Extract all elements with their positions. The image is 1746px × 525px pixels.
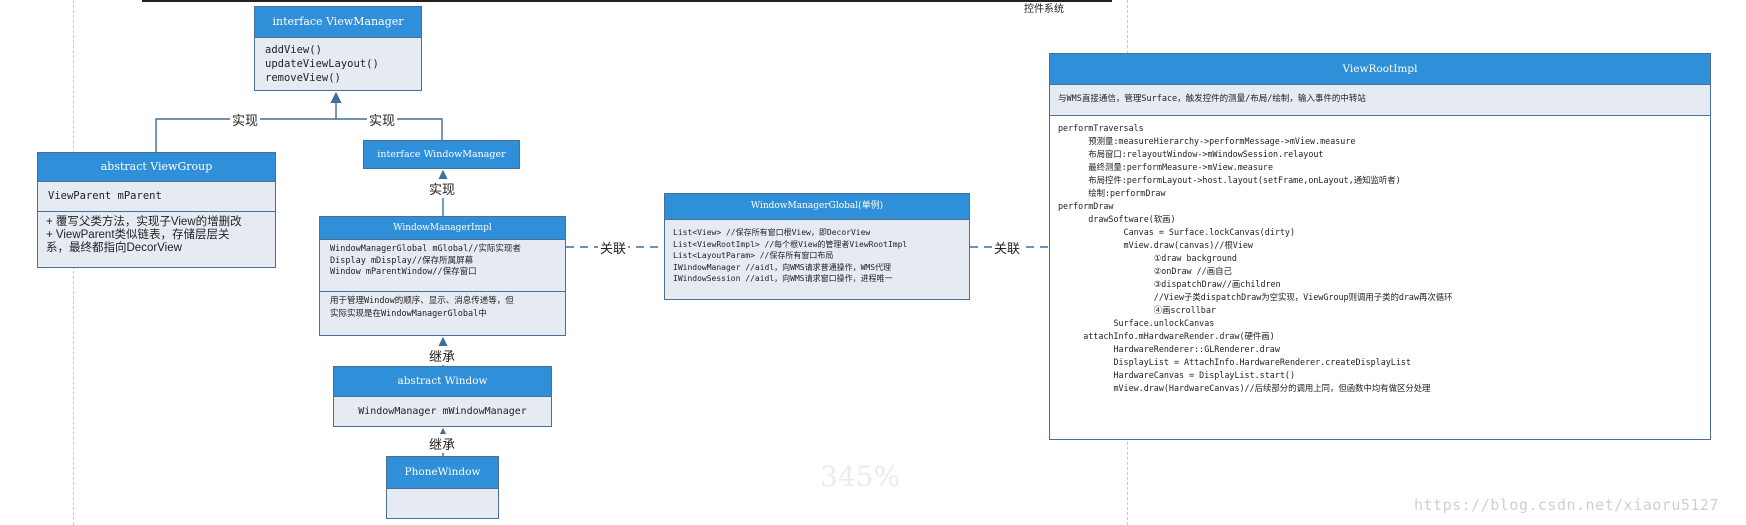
implements-label: 实现 xyxy=(230,110,261,129)
association-label: 关联 xyxy=(992,238,1023,257)
field-section: ViewParent mParent xyxy=(38,181,275,211)
note-line: 系，最终都指向DecorView xyxy=(46,242,182,254)
field-section: WindowManagerGlobal mGlobal//实际实现者 Displ… xyxy=(320,239,565,291)
field-item: IWindowSession //aidl，向WMS请求窗口操作，进程唯一 xyxy=(673,274,893,283)
body-line: ④画scrollbar xyxy=(1058,305,1216,315)
body-line: ①draw background xyxy=(1058,253,1237,263)
body-line: 绘制:performDraw xyxy=(1058,188,1166,198)
body-line: drawSoftware(软画) xyxy=(1058,214,1176,224)
class-title: interface ViewManager xyxy=(255,7,421,37)
implements-label: 实现 xyxy=(427,179,458,198)
body-line: ②onDraw //画自己 xyxy=(1058,266,1232,276)
method-item: updateViewLayout() xyxy=(265,58,379,70)
windowmanagerimpl-class-box: WindowManagerImpl WindowManagerGlobal mG… xyxy=(319,216,566,336)
watermark-number: 345% xyxy=(820,460,901,493)
top-rule xyxy=(142,0,1112,2)
class-title: interface WindowManager xyxy=(364,141,519,168)
watermark-url: https://blog.csdn.net/xiaoru5127 xyxy=(1414,496,1719,514)
body-line: Surface.unlockCanvas xyxy=(1058,318,1215,328)
inherits-label: 继承 xyxy=(427,346,458,365)
field-item: List<LayoutParam> //保存所有窗口布局 xyxy=(673,251,834,260)
association-label: 关联 xyxy=(598,238,629,257)
field-section: WindowManager mWindowManager xyxy=(334,396,551,427)
body-line: //View子类dispatchDraw为空实现，ViewGroup则调用子类的… xyxy=(1058,292,1453,302)
method-body: performTraversals 预测量:measureHierarchy->… xyxy=(1050,115,1710,401)
method-item: removeView() xyxy=(265,72,341,84)
body-line: 布局控件:performLayout->host.layout(setFrame… xyxy=(1058,175,1401,185)
viewgroup-class-box: abstract ViewGroup ViewParent mParent + … xyxy=(37,152,276,268)
field-item: Window mParentWindow//保存窗口 xyxy=(330,267,477,277)
class-title: abstract ViewGroup xyxy=(38,153,275,181)
field-item: List<ViewRootImpl> //每个根View的管理者ViewRoot… xyxy=(673,239,908,249)
field-section: List<View> //保存所有窗口根View，即DecorView List… xyxy=(665,219,969,289)
note-line: 实际实现是在WindowManagerGlobal中 xyxy=(330,309,487,319)
field-item: Display mDisplay//保存所属屏幕 xyxy=(330,255,474,266)
notes-section: + 覆写父类方法，实现子View的增删改 + ViewParent类似链表，存储… xyxy=(38,211,275,259)
field-item: List<View> //保存所有窗口根View，即DecorView xyxy=(673,228,871,237)
body-line: 预测量:measureHierarchy->performMessage->mV… xyxy=(1058,136,1356,146)
method-list: addView() updateViewLayout() removeView(… xyxy=(255,37,421,89)
viewmanager-class-box: interface ViewManager addView() updateVi… xyxy=(254,6,422,91)
inherits-label: 继承 xyxy=(427,434,458,453)
window-class-box: abstract Window WindowManager mWindowMan… xyxy=(333,366,552,427)
field-item: WindowManager mWindowManager xyxy=(358,406,527,417)
windowmanagerglobal-class-box: WindowManagerGlobal(单例) List<View> //保存所… xyxy=(664,193,970,300)
class-title: ViewRootImpl xyxy=(1050,54,1710,84)
note-line: 用于管理Window的顺序、显示、消息传递等，但 xyxy=(330,296,514,306)
description-section: 与WMS直接通信，管理Surface，触发控件的测量/布局/绘制，输入事件的中转… xyxy=(1050,84,1710,115)
body-line: HardwareRenderer::GLRenderer.draw xyxy=(1058,344,1280,354)
note-line: + 覆写父类方法，实现子View的增删改 xyxy=(46,216,242,228)
body-line: 布局窗口:relayoutWindow->mWindowSession.rela… xyxy=(1058,149,1324,159)
body-line: 最终测量:performMeasure->mView.measure xyxy=(1058,162,1274,172)
notes-section: 用于管理Window的顺序、显示、消息传递等，但 实际实现是在WindowMan… xyxy=(320,291,565,324)
body-line: mView.draw(canvas)//根View xyxy=(1058,240,1253,250)
implements-label: 实现 xyxy=(367,110,398,129)
body-line: performDraw xyxy=(1058,201,1114,211)
body-line: ③dispatchDraw//画children xyxy=(1058,279,1281,289)
phonewindow-class-box: PhoneWindow xyxy=(386,456,499,519)
class-title: PhoneWindow xyxy=(387,457,498,488)
class-title: WindowManagerImpl xyxy=(320,217,565,239)
body-line: HardwareCanvas = DisplayList.start() xyxy=(1058,370,1295,380)
body-line: Canvas = Surface.lockCanvas(dirty) xyxy=(1058,227,1295,237)
field-item: ViewParent mParent xyxy=(48,190,162,202)
method-item: addView() xyxy=(265,44,322,56)
note-line: + ViewParent类似链表，存储层层关 xyxy=(46,229,230,241)
field-item: WindowManagerGlobal mGlobal//实际实现者 xyxy=(330,244,521,254)
windowmanager-class-box: interface WindowManager xyxy=(363,140,520,169)
body-line: performTraversals xyxy=(1058,123,1144,133)
class-title: WindowManagerGlobal(单例) xyxy=(665,194,969,219)
body-line: attachInfo.mHardwareRender.draw(硬件画) xyxy=(1058,331,1275,341)
field-item: IWindowManager //aidl，向WMS请求普通操作，WMS代理 xyxy=(673,262,892,272)
page-title: 控件系统 xyxy=(1024,4,1064,15)
class-title: abstract Window xyxy=(334,367,551,396)
body-line: DisplayList = AttachInfo.HardwareRendere… xyxy=(1058,357,1411,367)
body-line: mView.draw(HardwareCanvas)//后续部分的调用上同，但函… xyxy=(1058,383,1431,393)
empty-section xyxy=(387,488,498,518)
impl-edge-viewgroup xyxy=(155,118,336,152)
description-text: 与WMS直接通信，管理Surface，触发控件的测量/布局/绘制，输入事件的中转… xyxy=(1058,94,1366,104)
viewrootimpl-class-box: ViewRootImpl 与WMS直接通信，管理Surface，触发控件的测量/… xyxy=(1049,53,1711,440)
